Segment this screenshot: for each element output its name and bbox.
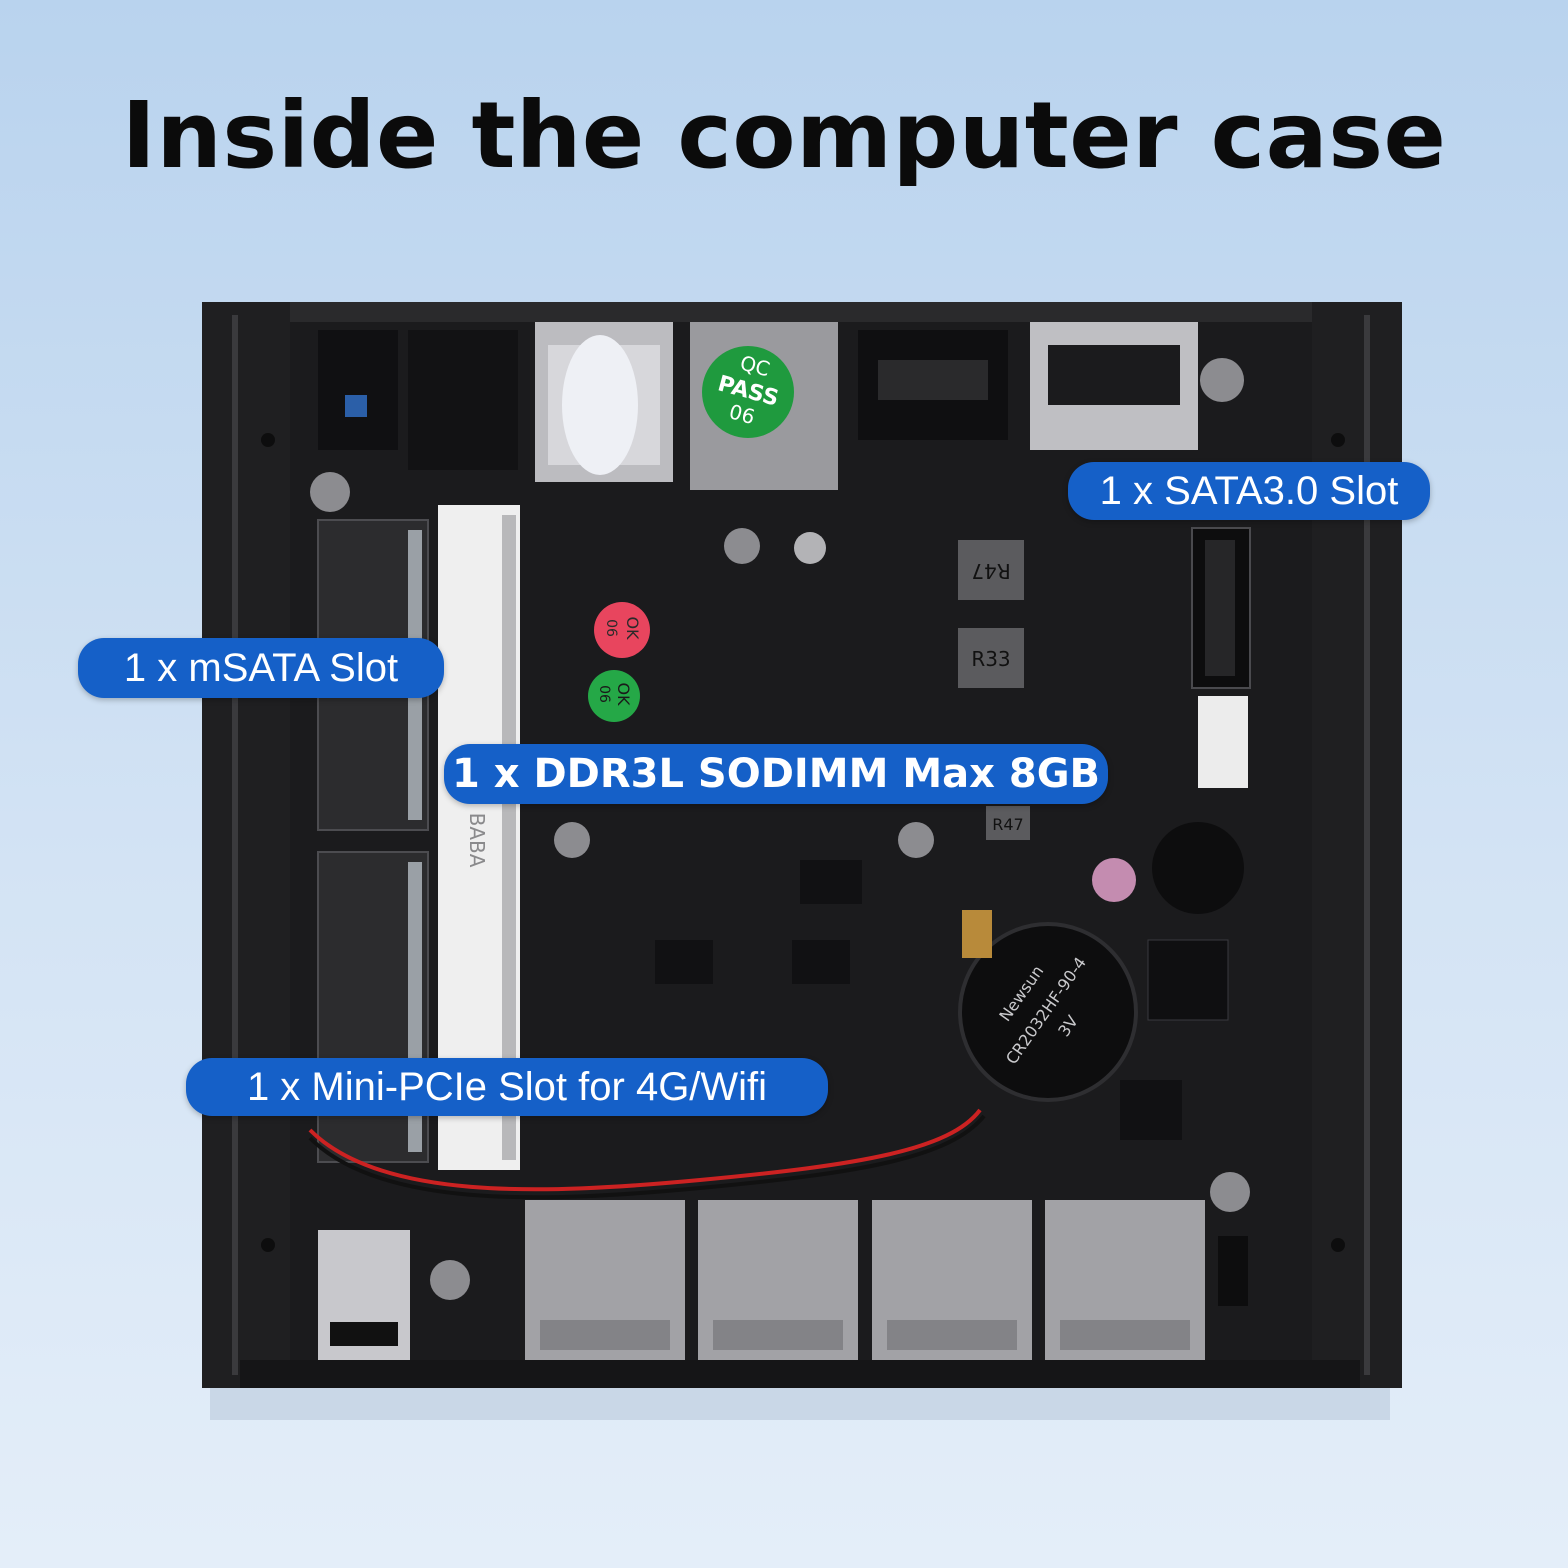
qc-pass-sticker: [702, 346, 794, 438]
case-lip-bottom: [240, 1360, 1360, 1388]
capacitor: [1092, 858, 1136, 902]
case-hole: [261, 433, 275, 447]
ddr-slot-label: 1 x DDR3L SODIMM Max 8GB: [444, 744, 1108, 804]
power-jack-accent: [345, 395, 367, 417]
ok-sticker-green: [588, 670, 640, 722]
rail-groove-right: [1364, 315, 1370, 1375]
inductor-label-2: R33: [971, 647, 1010, 671]
lan-port-1-lip: [540, 1320, 670, 1350]
sodimm-contacts: [502, 515, 516, 1160]
ram-marking: BABA: [465, 813, 489, 868]
board-screw: [1210, 1172, 1250, 1212]
case-rail-left: [202, 302, 290, 1388]
usb-port-bottom-slot: [330, 1322, 398, 1346]
lan-port-2-lip: [713, 1320, 843, 1350]
ok-red-text: OK: [623, 616, 642, 640]
mini-pcie-slot-label: 1 x Mini-PCIe Slot for 4G/Wifi: [186, 1058, 828, 1116]
header-connector: [1218, 1236, 1248, 1306]
sata-connector-slot: [1205, 540, 1235, 676]
board-screw: [430, 1260, 470, 1300]
hdmi-slot: [878, 360, 988, 400]
standoff-screw: [724, 528, 760, 564]
case-hole: [1331, 1238, 1345, 1252]
standoff-screw: [554, 822, 590, 858]
lan-port-3-lip: [887, 1320, 1017, 1350]
msata-slot-label: 1 x mSATA Slot: [78, 638, 444, 698]
buzzer: [1152, 822, 1244, 914]
audio-jack: [408, 330, 518, 470]
warranty-sticker: [562, 335, 638, 475]
inductor: [958, 540, 1024, 600]
inductor: [958, 628, 1024, 688]
ok-green-text: OK: [614, 682, 633, 706]
ok-red-num: 06: [603, 619, 619, 637]
battery-wire-black: [308, 1114, 986, 1200]
displayport-slot: [1048, 345, 1180, 405]
chip: [800, 860, 862, 904]
fan-header: [1198, 696, 1248, 788]
case-hole: [1331, 433, 1345, 447]
standoff: [794, 532, 826, 564]
ok-sticker-red: [594, 602, 650, 658]
cmos-battery: [958, 922, 1138, 1102]
battery-tape: [962, 910, 992, 958]
page-title: Inside the computer case: [121, 82, 1447, 189]
chip: [1120, 1080, 1182, 1140]
board-screw: [1200, 358, 1244, 402]
inductor-label-3: R47: [992, 815, 1023, 834]
lan-port-4-lip: [1060, 1320, 1190, 1350]
chip: [655, 940, 713, 984]
chip: [792, 940, 850, 984]
inductor-label-1: R47: [971, 559, 1010, 583]
power-jack: [318, 330, 398, 450]
rail-groove-left: [232, 315, 238, 1375]
ok-green-num: 06: [596, 685, 612, 703]
inductor: [986, 806, 1030, 840]
case-hole: [261, 1238, 275, 1252]
sata-slot-label: 1 x SATA3.0 Slot: [1068, 462, 1430, 520]
standoff-screw: [898, 822, 934, 858]
io-controller-chip: [1147, 939, 1229, 1021]
battery-wire-red: [308, 1108, 982, 1192]
board-screw: [310, 472, 350, 512]
